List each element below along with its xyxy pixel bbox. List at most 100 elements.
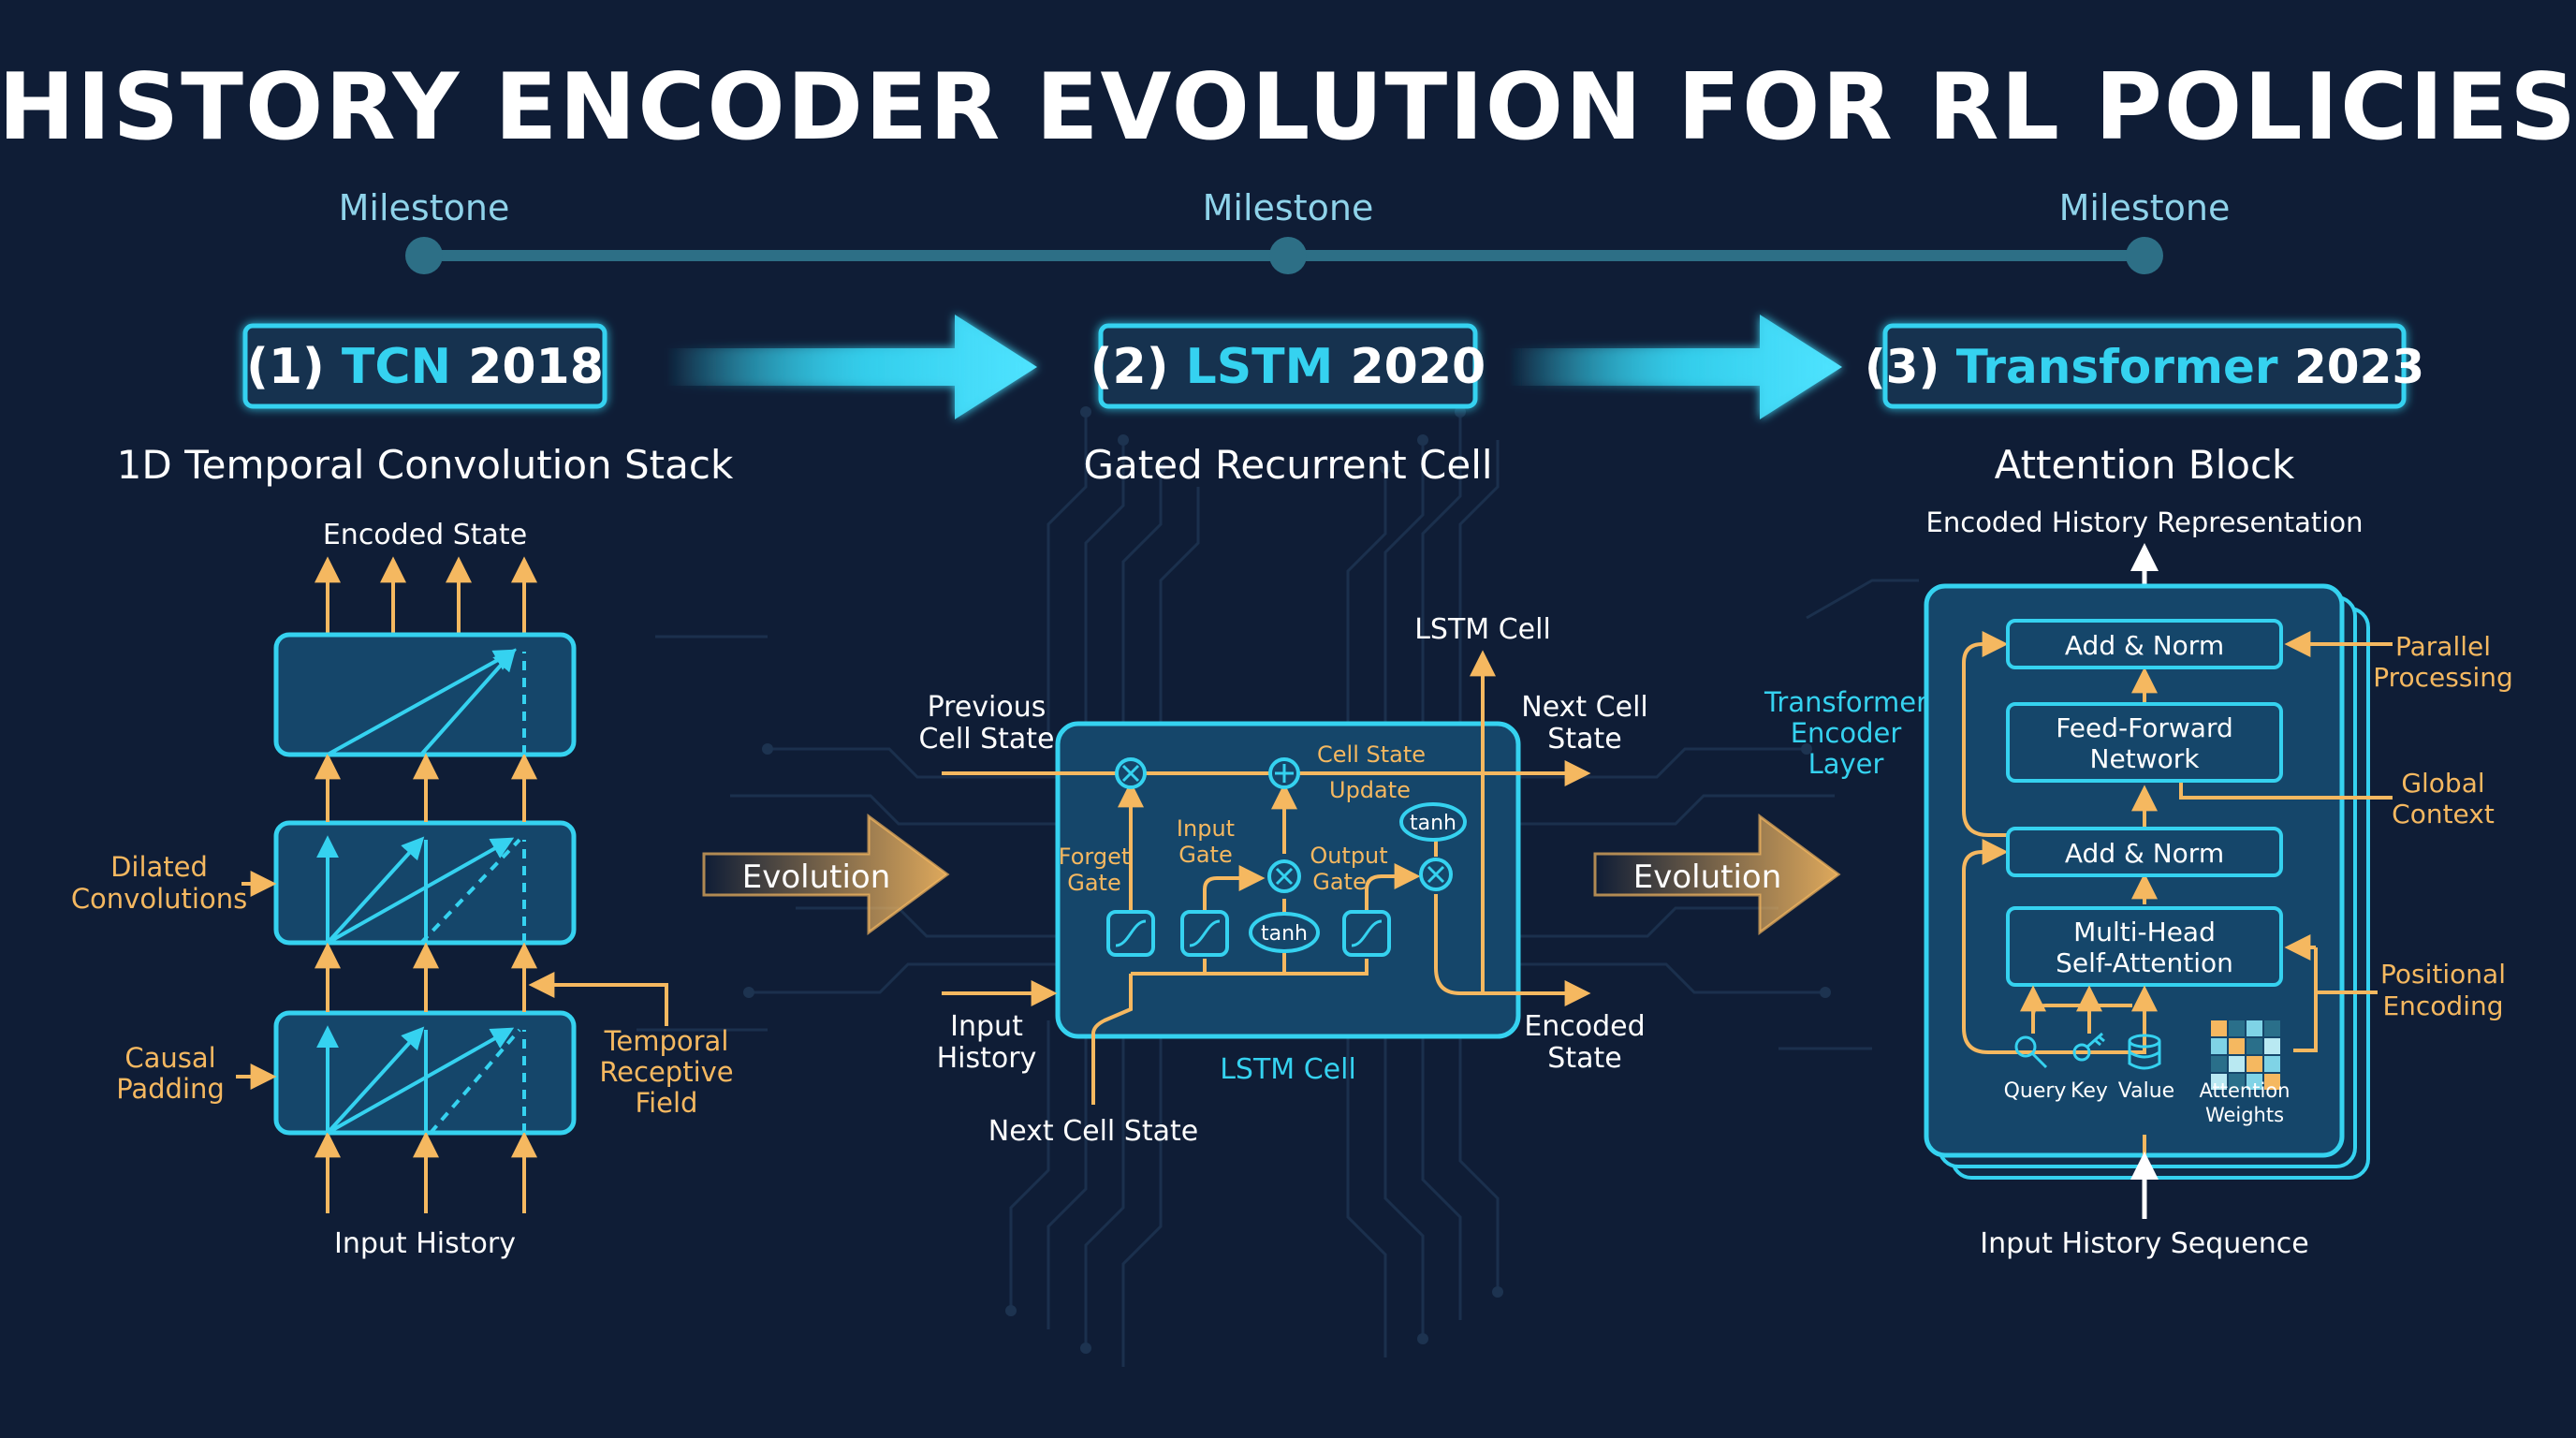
svg-text:(1) TCN 2018: (1) TCN 2018: [246, 339, 604, 395]
svg-text:Self-Attention: Self-Attention: [2056, 947, 2233, 978]
subtitle-tcn: 1D Temporal Convolution Stack: [117, 442, 734, 488]
evolution-label-1: Evolution: [742, 858, 891, 896]
tcn-inter-arrows: [315, 753, 537, 1213]
stage-year-lstm: 2020: [1351, 339, 1486, 395]
svg-text:Field: Field: [636, 1087, 698, 1119]
svg-text:Gate: Gate: [1178, 842, 1232, 868]
encoded-state-label: Encoded: [1524, 1010, 1645, 1043]
tcn-annotation-receptive: Temporal Receptive Field: [528, 972, 734, 1119]
svg-text:Causal: Causal: [124, 1042, 215, 1074]
prev-cell-state-label: Previous: [928, 691, 1046, 724]
sigmoid-input: [1180, 910, 1229, 957]
transformer-output-label: Encoded History Representation: [1926, 506, 2364, 538]
svg-text:Multi-Head: Multi-Head: [2073, 917, 2216, 947]
stage-num-transformer: (3): [1865, 340, 1940, 394]
tcn-diagram: Encoded State: [71, 519, 734, 1260]
svg-text:(3) Transformer 2023: (3) Transformer 2023: [1865, 340, 2424, 394]
svg-text:State: State: [1547, 723, 1621, 756]
encoder-layer-label: Transformer: [1764, 686, 1927, 718]
svg-text:Encoding: Encoding: [2382, 990, 2503, 1021]
stage-name-lstm: LSTM: [1186, 339, 1334, 395]
feed-forward-network: Feed-Forward Network: [2006, 702, 2283, 783]
stage-header-tcn: (1) TCN 2018: [242, 323, 607, 409]
milestone-dot-3: [2126, 237, 2163, 274]
tcn-output-arrows: [315, 556, 537, 633]
multi-head-self-attention: Multi-Head Self-Attention: [2006, 906, 2283, 987]
add-norm-top: Add & Norm: [2006, 619, 2283, 669]
stage-num-lstm: (2): [1090, 339, 1169, 395]
circuit-nodes: [743, 406, 1831, 1354]
timeline: Milestone Milestone Milestone: [339, 187, 2231, 274]
milestone-label-2: Milestone: [1203, 187, 1374, 228]
forget-gate-label: Forget: [1059, 844, 1131, 870]
transformer-diagram: Encoded History Representation Add & Nor…: [1764, 506, 2513, 1260]
page-title: HISTORY ENCODER EVOLUTION FOR RL POLICIE…: [0, 54, 2576, 161]
stage-num-tcn: (1): [246, 339, 325, 395]
circuit-background: [637, 412, 1919, 1367]
stage-year-tcn: 2018: [468, 339, 604, 395]
lstm-cell-top-label: LSTM Cell: [1414, 613, 1551, 646]
key-label: Key: [2071, 1079, 2108, 1103]
svg-text:Cell State: Cell State: [918, 723, 1054, 756]
lstm-cell-state-label: Cell State: [1317, 741, 1426, 768]
lstm-update-label: Update: [1329, 777, 1411, 803]
svg-text:Network: Network: [2090, 743, 2201, 774]
lstm-output-multiply: [1419, 858, 1453, 891]
input-history-label: Input: [950, 1010, 1023, 1043]
tcn-annotation-dilated: Dilated Convolutions: [71, 851, 277, 915]
key-icon: [2072, 1032, 2105, 1062]
svg-text:Weights: Weights: [2205, 1104, 2284, 1126]
stage-name-tcn: TCN: [342, 339, 451, 395]
svg-text:Gate: Gate: [1312, 869, 1366, 895]
tanh-output: tanh: [1399, 802, 1467, 842]
value-database-icon: [2128, 1034, 2161, 1070]
svg-text:Add & Norm: Add & Norm: [2065, 630, 2224, 661]
svg-text:Convolutions: Convolutions: [71, 883, 247, 915]
svg-text:History: History: [937, 1042, 1037, 1075]
svg-text:State: State: [1547, 1042, 1621, 1075]
svg-text:Parallel: Parallel: [2395, 631, 2491, 662]
milestone-label-1: Milestone: [339, 187, 510, 228]
query-label: Query: [2004, 1079, 2067, 1103]
next-cell-state-bottom-label: Next Cell State: [988, 1115, 1198, 1148]
lstm-flows: [942, 650, 1591, 1105]
evolution-arrow-1: Evolution: [702, 814, 950, 935]
stage-name-transformer: Transformer: [1956, 340, 2278, 394]
svg-text:Padding: Padding: [116, 1073, 225, 1105]
add-norm-bottom: Add & Norm: [2006, 827, 2283, 877]
tanh-candidate: tanh: [1249, 912, 1320, 953]
lstm-diagram: tanh tanh Cell State Update Forget Gate …: [918, 613, 1647, 1148]
svg-text:Global: Global: [2401, 768, 2484, 799]
sigmoid-output: [1342, 910, 1391, 957]
transformer-input-label: Input History Sequence: [1980, 1227, 2308, 1260]
tcn-output-label: Encoded State: [323, 519, 527, 551]
tcn-dilation-paths: [316, 648, 526, 1135]
global-context-annotation: Global Context: [2179, 768, 2495, 829]
attention-weights-heatmap: [2211, 1020, 2280, 1090]
milestone-label-3: Milestone: [2059, 187, 2231, 228]
query-icon: [2014, 1035, 2048, 1069]
lstm-cell-caption: LSTM Cell: [1220, 1053, 1356, 1086]
stage-header-transformer: (3) Transformer 2023: [1865, 323, 2424, 409]
sigmoid-forget: [1106, 910, 1155, 957]
attention-weights-label: Attention: [2200, 1079, 2291, 1102]
milestone-dot-1: [405, 237, 443, 274]
tcn-input-label: Input History: [334, 1227, 516, 1260]
svg-text:Receptive: Receptive: [599, 1056, 733, 1088]
subtitle-lstm: Gated Recurrent Cell: [1083, 442, 1492, 488]
svg-text:Layer: Layer: [1808, 748, 1884, 780]
svg-text:Temporal: Temporal: [604, 1025, 729, 1057]
lstm-add: [1268, 757, 1300, 789]
svg-text:(2) LSTM 2020: (2) LSTM 2020: [1090, 339, 1486, 395]
progress-arrow-1: [666, 315, 1037, 419]
subtitle-transformer: Attention Block: [1995, 442, 2295, 488]
stage-year-transformer: 2023: [2294, 340, 2424, 394]
progress-arrow-2: [1509, 315, 1842, 419]
tcn-annotation-causal: Causal Padding: [116, 1042, 277, 1105]
output-gate-label: Output: [1310, 843, 1387, 869]
svg-text:Gate: Gate: [1067, 870, 1120, 896]
parallel-processing-annotation: Parallel Processing: [2284, 631, 2513, 693]
milestone-dot-2: [1269, 237, 1307, 274]
svg-text:Positional: Positional: [2380, 959, 2506, 990]
stage-header-lstm: (2) LSTM 2020: [1090, 323, 1486, 409]
